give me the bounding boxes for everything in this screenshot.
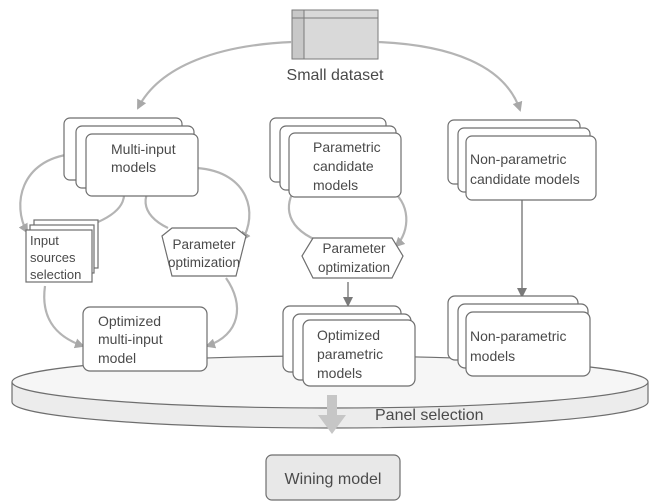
panel-selection-label: Panel selection (375, 407, 484, 424)
optimized-multi-input-label: Optimized multi-input model (98, 313, 163, 366)
arrow-dataset-to-non-parametric (377, 40, 523, 112)
input-sources-stack (25, 219, 99, 283)
non-parametric-final-stack (447, 295, 591, 377)
label-line: Multi-input (111, 141, 176, 157)
param-opt-hexagon-1 (161, 227, 247, 277)
multi-input-models-label: Multi-input models (111, 141, 176, 175)
label-line: sources (30, 250, 76, 265)
input-sources-label: Input sources selection (30, 233, 81, 282)
arrow-input-sources-to-optimized (43, 285, 85, 349)
label-line: models (470, 348, 515, 364)
dataset-label: Small dataset (287, 67, 384, 84)
winner-label: Wining model (285, 471, 382, 488)
multi-input-models-stack (63, 117, 199, 197)
non-parametric-final-label: Non-parametric models (470, 328, 566, 364)
param-opt-2-label: Parameter optimization (318, 241, 390, 275)
label-line: models (111, 159, 156, 175)
label-line: models (313, 177, 358, 193)
label-line: multi-input (98, 331, 163, 347)
label-line: parametric (317, 346, 383, 362)
parametric-models-stack (269, 117, 402, 198)
arrow-models-to-input-sources (18, 152, 73, 234)
winner-box (265, 454, 401, 501)
arrow-panel-to-winner-head (318, 415, 346, 434)
non-parametric-models-stack (447, 119, 597, 201)
label-line: Parameter (322, 241, 386, 256)
optimized-parametric-stack (282, 305, 416, 387)
label-line: candidate models (470, 171, 580, 187)
dataset-icon (291, 9, 379, 60)
label-line: selection (30, 267, 81, 282)
non-parametric-models-label: Non-parametric candidate models (470, 151, 580, 187)
label-line: model (98, 350, 136, 366)
arrow-dataset-to-multi-input (137, 40, 293, 110)
label-line: Non-parametric (470, 151, 566, 167)
label-line: Optimized (317, 327, 380, 343)
label-line: Optimized (98, 313, 161, 329)
param-opt-hexagon-2 (301, 237, 404, 279)
parametric-models-label: Parametric candidate models (313, 139, 381, 193)
optimized-multi-input-box (82, 306, 208, 372)
label-line: Input (30, 233, 59, 248)
optimized-parametric-label: Optimized parametric models (317, 327, 383, 381)
arrow-models-to-param-opt (196, 166, 251, 242)
label-line: Non-parametric (470, 328, 566, 344)
label-line: models (317, 365, 362, 381)
label-line: optimization (318, 260, 390, 275)
param-opt-1-label: Parameter optimization (168, 237, 240, 270)
label-line: optimization (168, 255, 240, 270)
label-line: Parametric (313, 139, 381, 155)
arrow-param-opt-to-optimized (205, 277, 239, 349)
label-line: Parameter (172, 237, 236, 252)
label-line: candidate (313, 158, 374, 174)
